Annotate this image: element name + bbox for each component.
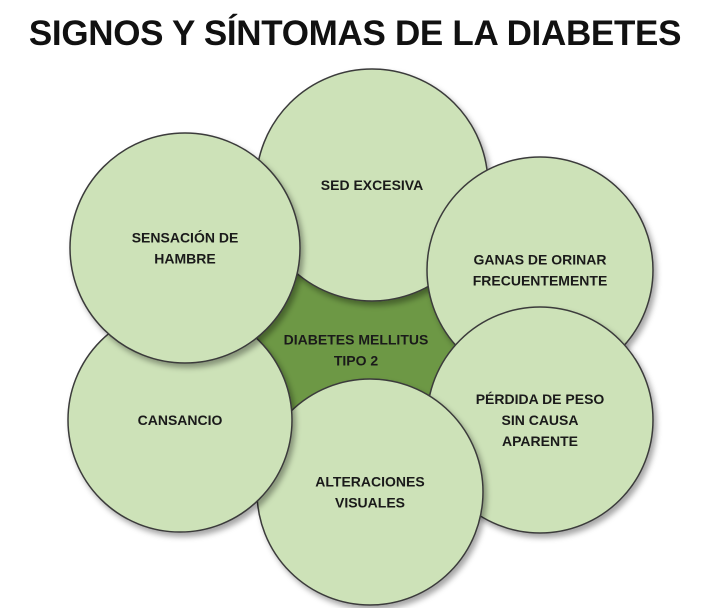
page-title: SIGNOS Y SÍNTOMAS DE LA DIABETES: [28, 14, 682, 53]
symptom-label-cansancio-line: CANSANCIO: [138, 412, 223, 428]
center-label: DIABETES MELLITUS TIPO 2: [284, 332, 429, 369]
symptom-label-sed-excesiva: SED EXCESIVA: [321, 177, 423, 193]
symptom-label-alteraciones-visuales: ALTERACIONES VISUALES: [315, 474, 424, 511]
symptom-label-sensacion-de-hambre-line: SENSACIÓN DE: [132, 229, 239, 246]
symptom-label-sed-excesiva-line: SED EXCESIVA: [321, 177, 423, 193]
symptom-label-perdida-de-peso-line: SIN CAUSA: [501, 412, 578, 428]
symptom-label-perdida-de-peso-line: PÉRDIDA DE PESO: [476, 391, 605, 407]
labels-layer: DIABETES MELLITUS TIPO 2 SED EXCESIVA GANAS…: [132, 177, 608, 511]
symptom-circles-layer: [67, 68, 654, 606]
symptom-label-ganas-de-orinar-line: GANAS DE ORINAR: [473, 252, 606, 268]
symptom-label-ganas-de-orinar: GANAS DE ORINAR FRECUENTEMENTE: [473, 252, 608, 289]
symptom-label-sensacion-de-hambre: SENSACIÓN DE HAMBRE: [132, 229, 239, 267]
symptom-label-sensacion-de-hambre-line: HAMBRE: [154, 251, 215, 267]
symptom-label-perdida-de-peso: PÉRDIDA DE PESO SIN CAUSA APARENTE: [476, 391, 605, 449]
symptom-label-alteraciones-visuales-line: ALTERACIONES: [315, 474, 424, 490]
symptom-label-ganas-de-orinar-line: FRECUENTEMENTE: [473, 273, 608, 289]
symptom-label-alteraciones-visuales-line: VISUALES: [335, 495, 405, 511]
center-label-line: DIABETES MELLITUS: [284, 332, 429, 348]
symptom-label-cansancio: CANSANCIO: [138, 412, 223, 428]
center-label-line: TIPO 2: [334, 353, 379, 369]
symptom-label-perdida-de-peso-line: APARENTE: [502, 433, 578, 449]
symptom-circle-sensacion-de-hambre: [69, 132, 301, 364]
